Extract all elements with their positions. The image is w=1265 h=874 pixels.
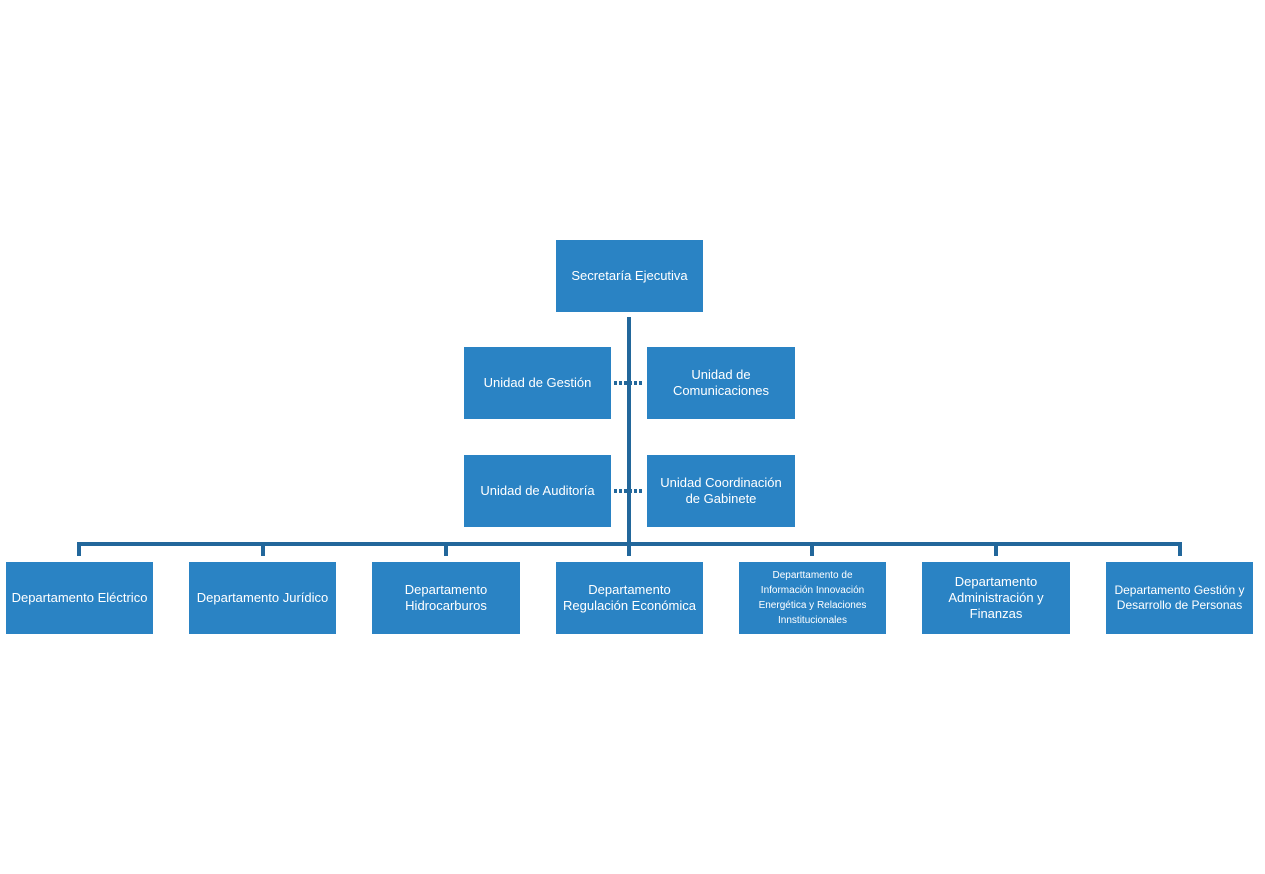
department-label: Departamento Gestión y Desarrollo de Per… [1114,583,1245,612]
unidad-auditoria-label: Unidad de Auditoría [480,483,595,498]
department-drop-5 [810,542,814,556]
secretaria-ejecutiva-label: Secretaría Ejecutiva [571,268,688,283]
unidad-gestion-box: Unidad de Gestión [464,347,611,419]
unidad-gabinete-label: Unidad Coordinación de Gabinete [660,475,782,506]
department-box-electrico: Departamento Eléctrico [6,562,153,634]
unidad-auditoria-box: Unidad de Auditoría [464,455,611,527]
unidad-comunicaciones-box: Unidad de Comunicaciones [647,347,795,419]
department-drop-6 [994,542,998,556]
unit-connector-upper [614,381,644,385]
department-drop-4 [627,542,631,556]
department-box-administracion-finanzas: Departamento Administración y Finanzas [922,562,1070,634]
department-box-informacion-innovacion: Departtamento de Información Innovación … [739,562,886,634]
department-label: Departamento Regulación Económica [563,582,696,613]
unidad-gabinete-box: Unidad Coordinación de Gabinete [647,455,795,527]
main-vertical-connector [627,317,631,545]
department-drop-3 [444,542,448,556]
department-label: Departtamento de Información Innovación … [758,570,867,626]
unidad-gestion-label: Unidad de Gestión [483,375,592,390]
department-box-juridico: Departamento Jurídico [189,562,336,634]
department-drop-1 [77,542,81,556]
department-drop-7 [1178,542,1182,556]
department-label: Departamento Eléctrico [11,590,148,605]
department-label: Departamento Administración y Finanzas [948,574,1044,621]
department-box-hidrocarburos: Departamento Hidrocarburos [372,562,520,634]
department-box-gestion-personas: Departamento Gestión y Desarrollo de Per… [1106,562,1253,634]
unit-connector-lower [614,489,644,493]
unidad-comunicaciones-label: Unidad de Comunicaciones [672,367,770,398]
department-drop-2 [261,542,265,556]
department-label: Departamento Hidrocarburos [404,582,488,613]
secretaria-ejecutiva-box: Secretaría Ejecutiva [556,240,703,312]
department-box-regulacion-economica: Departamento Regulación Económica [556,562,703,634]
department-label: Departamento Jurídico [196,590,329,605]
